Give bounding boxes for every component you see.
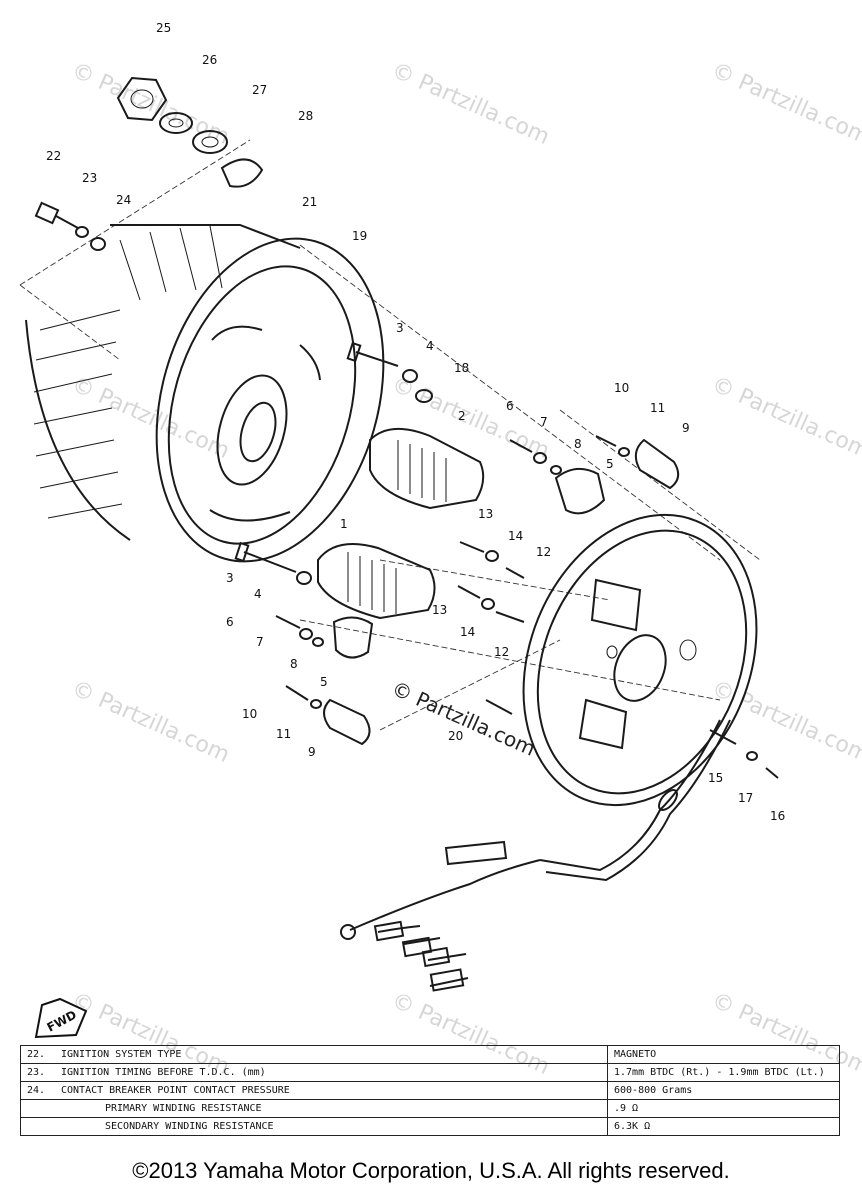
callout-22: 22 [46,149,61,163]
hex-nut [116,76,168,122]
callout-8-upper: 8 [574,437,582,451]
callout-20: 20 [448,729,463,743]
row-label: SECONDARY WINDING RESISTANCE [105,1121,274,1132]
callout-15: 15 [708,771,723,785]
row-number: 22. [27,1049,46,1060]
table-row: PRIMARY WINDING RESISTANCE .9 Ω [20,1099,840,1118]
row-value: 1.7mm BTDC (Rt.) - 1.9mm BTDC (Lt.) [607,1063,840,1082]
wiring-harness [340,719,731,992]
callout-11-upper: 11 [650,401,665,415]
callout-12-upper: 12 [536,545,551,559]
fwd-arrow-icon: FWD [34,997,88,1039]
row-value: MAGNETO [607,1045,840,1064]
callout-13-upper: 13 [478,507,493,521]
table-row: 22. IGNITION SYSTEM TYPE MAGNETO [20,1045,840,1064]
exploded-parts-diagram: 25 26 27 28 22 23 24 21 19 3 4 18 2 6 7 … [19,21,785,992]
row-label: CONTACT BREAKER POINT CONTACT PRESSURE [61,1085,290,1096]
callout-8-lower: 8 [290,657,298,671]
callout-labels: 25 26 27 28 22 23 24 21 19 3 4 18 2 6 7 … [46,21,785,823]
callout-5-lower: 5 [320,675,328,689]
washer-26 [159,112,193,134]
callout-3-upper: 3 [396,321,404,335]
callout-28: 28 [298,109,313,123]
callout-9-upper: 9 [682,421,690,435]
callout-1: 1 [340,517,348,531]
bolt-22 [34,201,79,229]
row-value: 600-800 Grams [607,1081,840,1100]
callout-21: 21 [302,195,317,209]
copyright-notice: ©2013 Yamaha Motor Corporation, U.S.A. A… [132,1158,730,1183]
callout-7-lower: 7 [256,635,264,649]
contact-breaker-upper [554,467,606,515]
ignition-coil-lower [317,543,436,620]
condenser-lower [323,698,371,746]
callout-6-upper: 6 [506,399,514,413]
callout-3-lower: 3 [226,571,234,585]
callout-26: 26 [202,53,217,67]
callout-13-lower: 13 [432,603,447,617]
row-label: IGNITION SYSTEM TYPE [61,1049,182,1060]
table-row: 23. IGNITION TIMING BEFORE T.D.C. (mm) 1.… [20,1063,840,1082]
row-number: 23. [27,1067,46,1078]
callout-4-lower: 4 [254,587,262,601]
callout-6-lower: 6 [226,615,234,629]
flywheel-rotor [25,224,385,563]
callout-14-lower: 14 [460,625,475,639]
callout-16: 16 [770,809,785,823]
specification-table: 22. IGNITION SYSTEM TYPE MAGNETO 23. IGNIT… [20,1045,840,1136]
row-value: 6.3K Ω [607,1117,840,1136]
row-label: PRIMARY WINDING RESISTANCE [105,1103,262,1114]
callout-24: 24 [116,193,131,207]
callout-7-upper: 7 [540,415,548,429]
callout-4-upper: 4 [426,339,434,353]
callout-10-upper: 10 [614,381,629,395]
callout-18: 18 [454,361,469,375]
callout-9-lower: 9 [308,745,316,759]
callout-10-lower: 10 [242,707,257,721]
screw-20 [485,699,513,715]
condenser-upper [634,438,680,490]
callout-25: 25 [156,21,171,35]
washer-27 [192,130,228,154]
callout-11-lower: 11 [276,727,291,741]
lock-washer-28 [220,158,264,188]
row-value: .9 Ω [607,1099,840,1118]
callout-17: 17 [738,791,753,805]
row-label: IGNITION TIMING BEFORE T.D.C. (mm) [61,1067,266,1078]
ignition-coil-upper [369,427,485,510]
callout-12-lower: 12 [494,645,509,659]
screw-3-upper [355,351,399,367]
stator-base-plate [522,513,758,807]
callout-27: 27 [252,83,267,97]
callout-5-upper: 5 [606,457,614,471]
callout-23: 23 [82,171,97,185]
contact-breaker-lower [332,616,374,659]
screw-3-lower [243,551,297,573]
table-row: SECONDARY WINDING RESISTANCE 6.3K Ω [20,1117,840,1136]
table-row: 24. CONTACT BREAKER POINT CONTACT PRESSUR… [20,1081,840,1100]
callout-2: 2 [458,409,466,423]
row-number: 24. [27,1085,46,1096]
callout-19: 19 [352,229,367,243]
callout-14-upper: 14 [508,529,523,543]
